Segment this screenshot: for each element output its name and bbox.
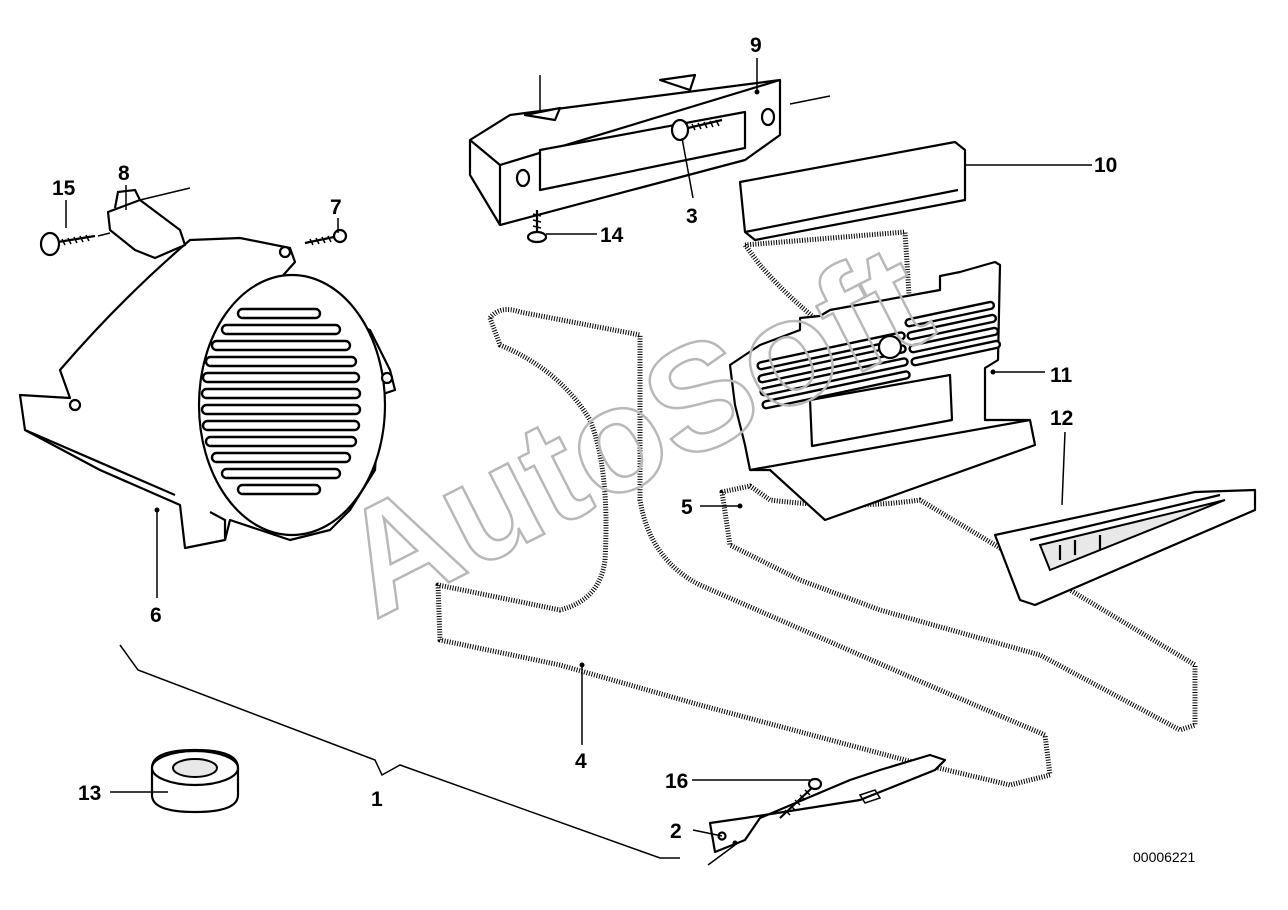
part-label-4: 4 [575, 750, 587, 773]
speaker-grille [200, 307, 362, 496]
part-label-14: 14 [600, 224, 624, 247]
part-label-6: 6 [150, 604, 162, 627]
part-label-10: 10 [1094, 154, 1117, 177]
part-label-15: 15 [52, 177, 76, 200]
grommet-13 [150, 748, 240, 814]
felt-panel-4 [435, 307, 1053, 788]
leader-lines [65, 58, 1092, 866]
screw-3 [670, 118, 723, 142]
part-label-7: 7 [330, 196, 342, 219]
part-label-8: 8 [118, 162, 130, 185]
part-label-2: 2 [670, 820, 682, 843]
bracket-2 [708, 753, 947, 854]
bracket-8 [106, 187, 191, 260]
part-label-12: 12 [1050, 407, 1073, 430]
part-label-16: 16 [665, 770, 688, 793]
part-labels: 1 2 3 4 5 6 7 8 9 10 11 12 13 14 15 16 [52, 34, 1117, 843]
screw-7 [304, 228, 348, 246]
screw-15 [39, 231, 111, 257]
cover-strip-10 [738, 140, 967, 242]
part-label-9: 9 [750, 34, 762, 57]
group-line-1 [119, 644, 680, 859]
bracket-bar-9 [468, 73, 831, 227]
screw-16 [779, 777, 823, 819]
grille-slots [756, 300, 1002, 410]
part-label-1: 1 [371, 788, 383, 811]
reference-number: 00006221 [1133, 849, 1196, 865]
part-label-11: 11 [1050, 364, 1073, 387]
part-label-13: 13 [78, 782, 101, 805]
part-label-5: 5 [681, 496, 693, 519]
screw-14 [526, 210, 548, 244]
part-label-3: 3 [686, 205, 698, 228]
speaker-housing-6 [18, 236, 397, 550]
grille-panel-11 [728, 260, 1037, 522]
ashtray-12 [993, 488, 1257, 607]
